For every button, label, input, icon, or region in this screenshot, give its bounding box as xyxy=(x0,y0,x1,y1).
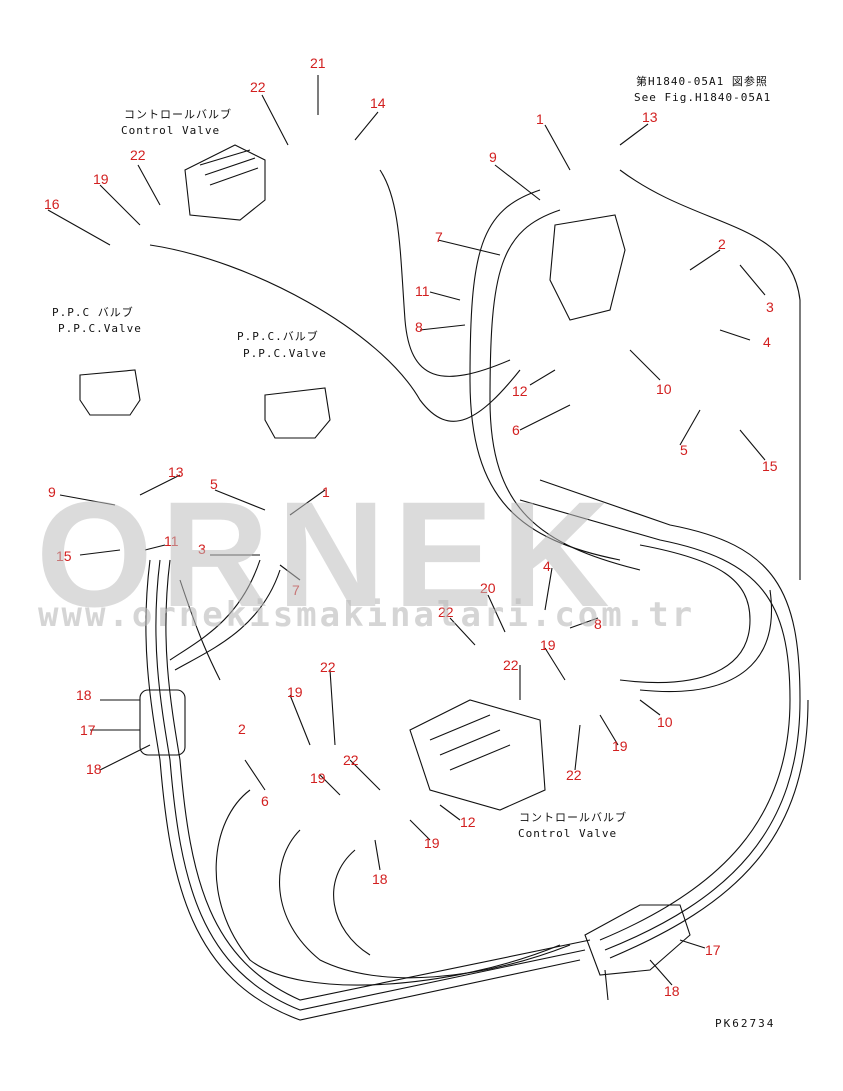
callout: 19 xyxy=(287,684,303,700)
callout: 19 xyxy=(310,770,326,786)
control-valve-top xyxy=(184,144,266,221)
callout: 22 xyxy=(320,659,336,675)
callout: 22 xyxy=(438,604,454,620)
callout: 6 xyxy=(512,422,520,438)
control-valve-bottom xyxy=(409,699,546,811)
callout: 2 xyxy=(238,721,246,737)
callout: 21 xyxy=(310,55,326,71)
callout: 8 xyxy=(594,616,602,632)
callout: 6 xyxy=(261,793,269,809)
callout: 8 xyxy=(415,319,423,335)
hose-bundle-left xyxy=(145,559,581,1021)
reference-en: See Fig.H1840-05A1 xyxy=(634,91,772,104)
callout-numbers: 21 22 14 22 19 16 1 13 9 7 11 8 2 3 4 12… xyxy=(44,55,778,999)
callout: 5 xyxy=(210,476,218,492)
hose-sleeve-bottom xyxy=(584,904,691,976)
callout: 18 xyxy=(664,983,680,999)
ppc-left-en: P.P.C.Valve xyxy=(58,322,142,335)
callout: 20 xyxy=(480,580,496,596)
callout: 17 xyxy=(80,722,96,738)
ppc-valve-left xyxy=(79,369,141,416)
callout: 7 xyxy=(435,229,443,245)
callout: 12 xyxy=(512,383,528,399)
callout: 7 xyxy=(292,582,300,598)
control-valve-bottom-en: Control Valve xyxy=(518,827,618,840)
callout: 5 xyxy=(680,442,688,458)
manifold-block xyxy=(549,214,626,321)
callout: 2 xyxy=(718,236,726,252)
callout: 19 xyxy=(612,738,628,754)
callout: 18 xyxy=(372,871,388,887)
callout: 3 xyxy=(766,299,774,315)
ppc-mid-en: P.P.C.Valve xyxy=(243,347,327,360)
callout: 22 xyxy=(503,657,519,673)
callout: 11 xyxy=(164,533,179,549)
callout: 11 xyxy=(415,283,430,299)
callout: 9 xyxy=(48,484,56,500)
hose-sleeve-left xyxy=(139,689,186,756)
drawing-code: PK62734 xyxy=(715,1017,776,1030)
callout: 4 xyxy=(763,334,771,350)
callout: 4 xyxy=(543,558,551,574)
watermark-url: www.ornekismakinalari.com.tr xyxy=(38,595,696,635)
callout: 16 xyxy=(44,196,60,212)
callout: 10 xyxy=(657,714,673,730)
control-valve-bottom-jp: コントロールバルブ xyxy=(519,811,627,824)
callout: 3 xyxy=(198,541,206,557)
hose-top xyxy=(149,244,521,422)
ppc-left-jp: P.P.C バルブ xyxy=(52,306,134,319)
ppc-mid-jp: P.P.C.バルブ xyxy=(237,330,319,343)
callout: 19 xyxy=(540,637,556,653)
callout: 22 xyxy=(250,79,266,95)
watermark-brand: ORNEK xyxy=(36,470,618,638)
callout: 15 xyxy=(56,548,72,564)
callout: 19 xyxy=(424,835,440,851)
callout: 14 xyxy=(370,95,386,111)
callout: 15 xyxy=(762,458,778,474)
callout: 13 xyxy=(168,464,184,480)
callout: 12 xyxy=(460,814,476,830)
callout: 19 xyxy=(93,171,109,187)
callout: 13 xyxy=(642,109,658,125)
callout: 18 xyxy=(76,687,92,703)
callout: 22 xyxy=(566,767,582,783)
callout: 1 xyxy=(536,111,544,127)
callout: 18 xyxy=(86,761,102,777)
control-valve-top-en: Control Valve xyxy=(121,124,221,137)
hose-loop-right xyxy=(519,499,791,941)
callout: 1 xyxy=(322,484,330,500)
callout: 9 xyxy=(489,149,497,165)
control-valve-top-jp: コントロールバルブ xyxy=(124,108,232,121)
ppc-valve-mid xyxy=(264,387,331,439)
callout: 22 xyxy=(130,147,146,163)
callout: 10 xyxy=(656,381,672,397)
callout: 22 xyxy=(343,752,359,768)
callout: 17 xyxy=(705,942,721,958)
reference-jp: 第H1840-05A1 図参照 xyxy=(636,75,768,88)
